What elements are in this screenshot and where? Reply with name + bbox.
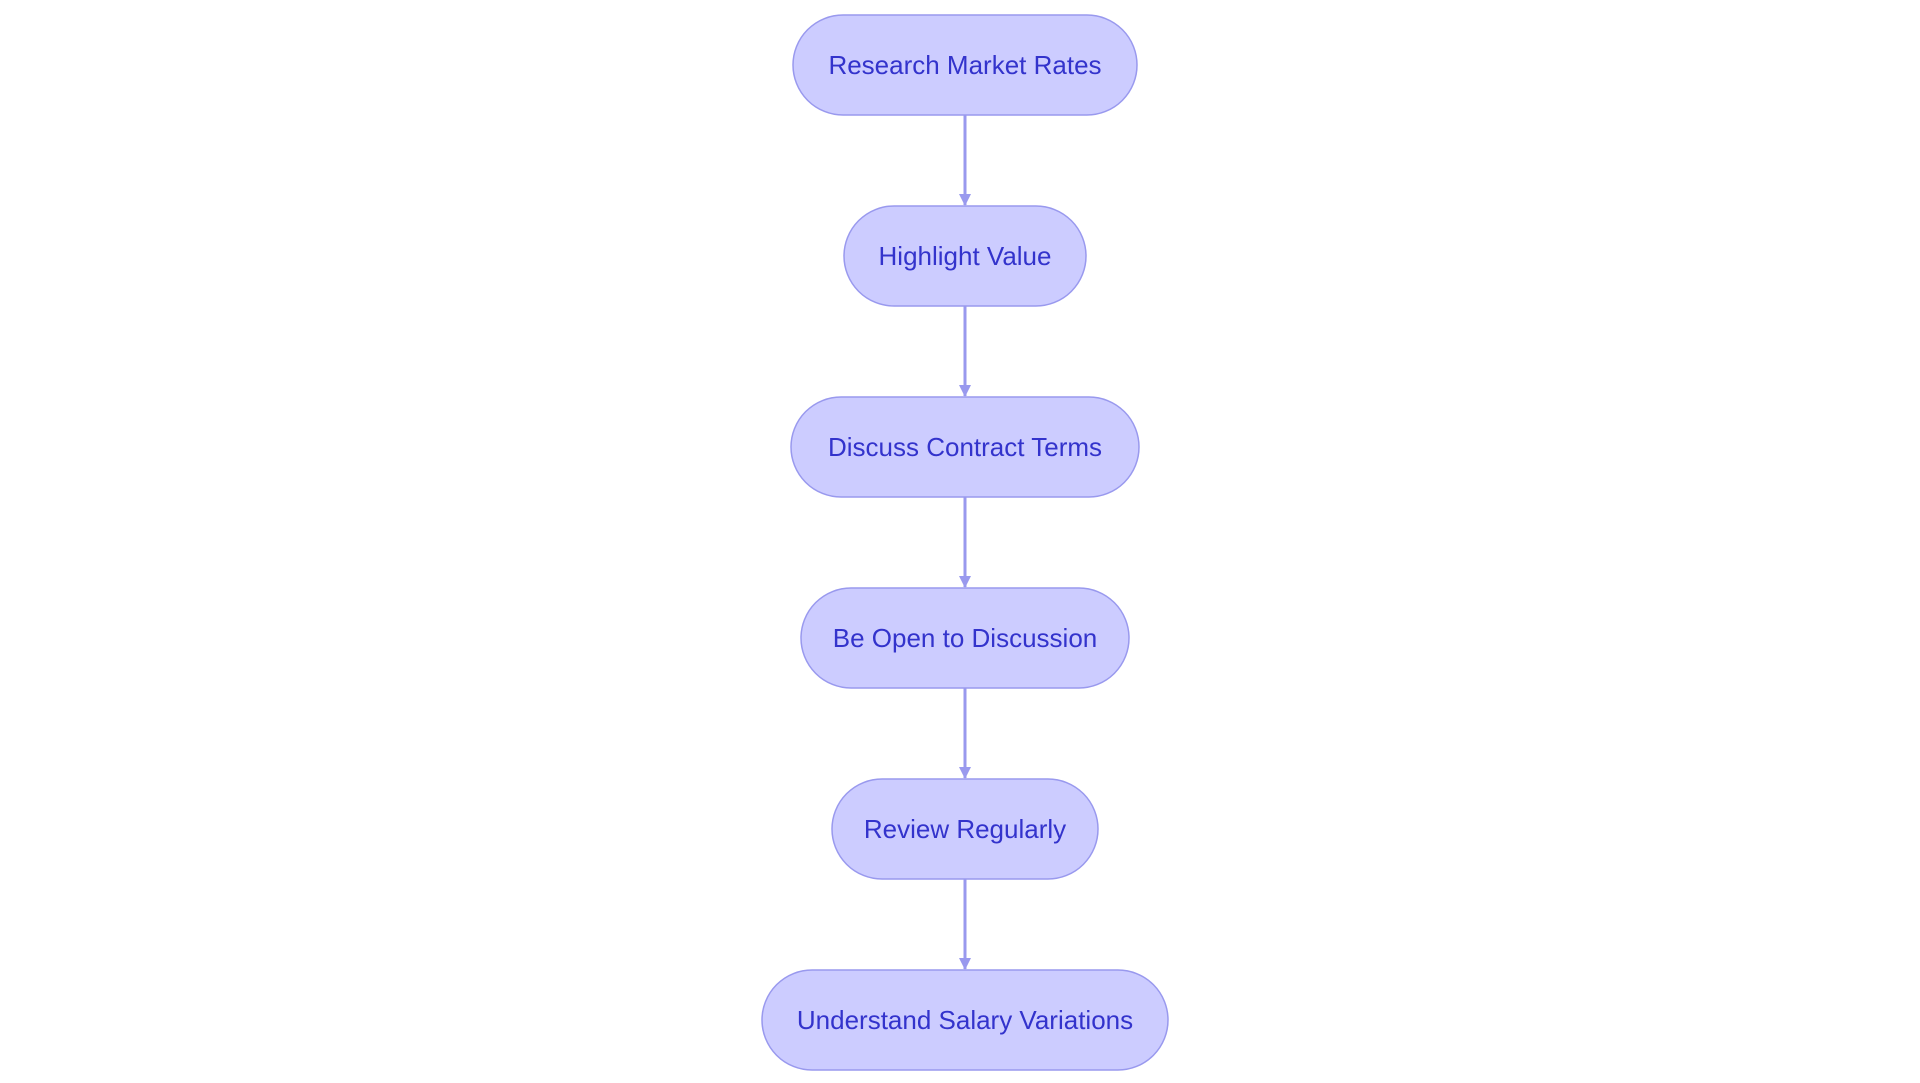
node-label: Be Open to Discussion [833,623,1097,653]
node-discuss-contract-terms: Discuss Contract Terms [790,396,1140,498]
node-research-market-rates: Research Market Rates [792,14,1138,116]
node-highlight-value: Highlight Value [843,205,1087,307]
node-label: Highlight Value [879,241,1052,271]
node-shape [843,205,1087,307]
node-label: Discuss Contract Terms [828,432,1102,462]
node-shape [790,396,1140,498]
node-label: Understand Salary Variations [797,1005,1133,1035]
node-label: Research Market Rates [828,50,1101,80]
node-shape [831,778,1099,880]
node-review-regularly: Review Regularly [831,778,1099,880]
node-shape [800,587,1130,689]
node-understand-salary-variations: Understand Salary Variations [761,969,1169,1071]
node-label: Review Regularly [864,814,1066,844]
node-be-open-to-discussion: Be Open to Discussion [800,587,1130,689]
node-shape [792,14,1138,116]
node-shape [761,969,1169,1071]
